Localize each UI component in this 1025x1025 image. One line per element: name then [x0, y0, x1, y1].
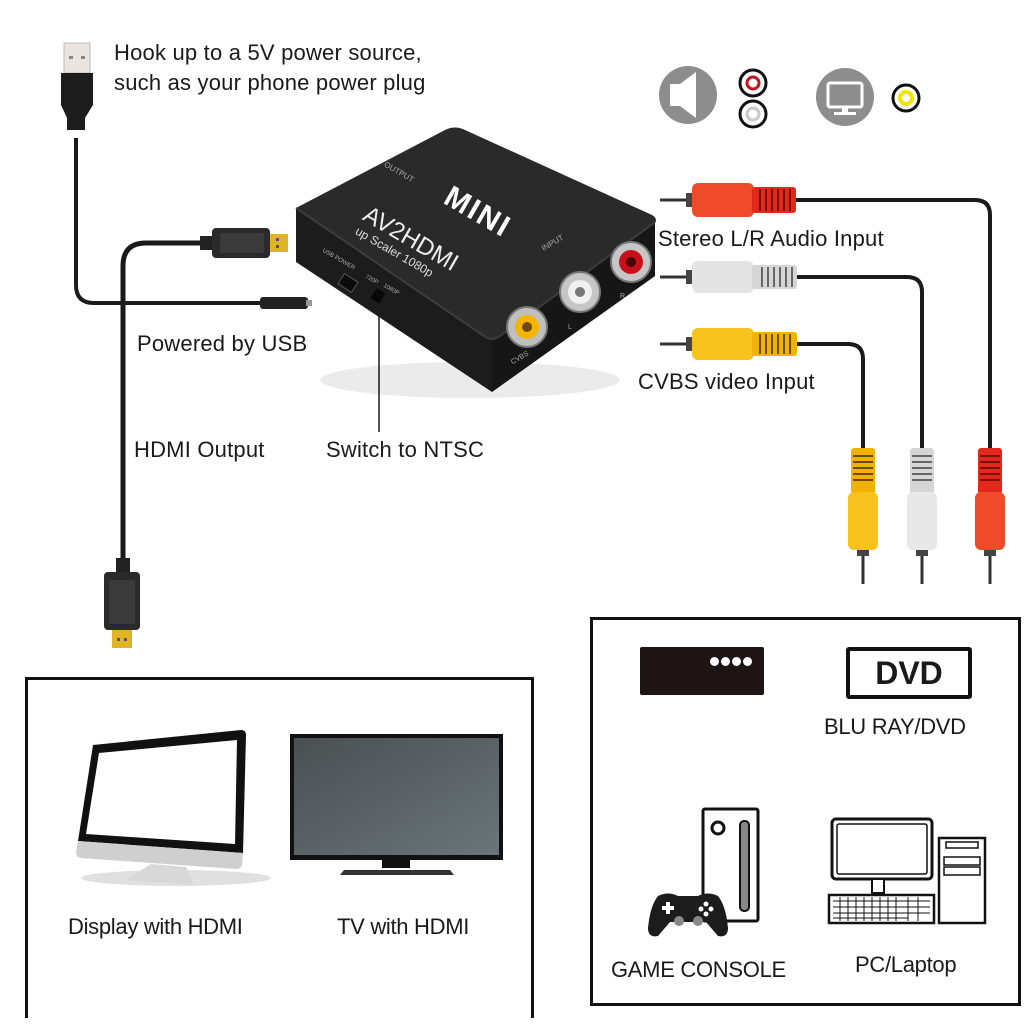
powered-by-usb-callout: Powered by USB [137, 331, 308, 356]
rca-plug-white-vertical [907, 448, 937, 584]
yellow-rca-cable [797, 342, 865, 448]
jack-cvbs [506, 306, 548, 348]
stereo-audio-callout: Stereo L/R Audio Input [658, 226, 884, 251]
game-console-icon [648, 807, 760, 937]
red-rca-cable [795, 198, 992, 448]
usb-cable [74, 138, 262, 305]
hdmi-output-callout: HDMI Output [134, 437, 265, 462]
pc-icon [827, 817, 987, 925]
jack-r [610, 241, 652, 283]
rca-plug-yellow-horizontal [660, 328, 797, 360]
jack-l [559, 271, 601, 313]
monitor-icon [816, 68, 874, 126]
rca-yellow-icon [891, 83, 921, 113]
white-rca-cable [797, 275, 924, 448]
tv-with-hdmi-label: TV with HDMI [337, 914, 470, 939]
output-devices-panel: Display with HDMI TV with HDMI [25, 677, 534, 1018]
usb-a-plug [61, 42, 93, 130]
hdmi-plug-bottom [104, 558, 140, 648]
power-source-callout-line2: such as your phone power plug [114, 70, 426, 95]
rca-plug-red-horizontal [660, 183, 796, 217]
rca-plug-yellow-vertical [848, 448, 878, 584]
box-r-label: R [620, 293, 626, 300]
switch-ntsc-callout: Switch to NTSC [326, 437, 485, 462]
hdmi-plug-top [200, 228, 288, 258]
input-sources-panel: DVD BLU RAY/DVD GAME CONSOLE [590, 617, 1021, 1006]
power-source-callout-line1: Hook up to a 5V power source, [114, 40, 422, 65]
rca-plug-red-vertical [975, 448, 1005, 584]
box-l-label: L [568, 324, 572, 331]
hdmi-cable [120, 240, 212, 565]
micro-usb-plug [260, 297, 308, 309]
display-with-hdmi-label: Display with HDMI [68, 914, 243, 939]
blu-ray-dvd-label: BLU RAY/DVD [824, 714, 966, 739]
rca-white-icon [738, 99, 768, 129]
cvbs-video-callout: CVBS video Input [638, 369, 815, 394]
set-top-box-icon [640, 647, 764, 695]
tv-icon [290, 734, 503, 875]
pc-laptop-label: PC/Laptop [855, 952, 957, 977]
av2hdmi-converter-box [295, 127, 656, 398]
dvd-logo-icon: DVD [846, 647, 972, 699]
display-icon [76, 730, 271, 886]
game-console-label: GAME CONSOLE [611, 957, 786, 982]
speaker-icon [659, 66, 717, 124]
rca-plug-white-horizontal [660, 261, 797, 293]
rca-red-icon [738, 68, 768, 98]
